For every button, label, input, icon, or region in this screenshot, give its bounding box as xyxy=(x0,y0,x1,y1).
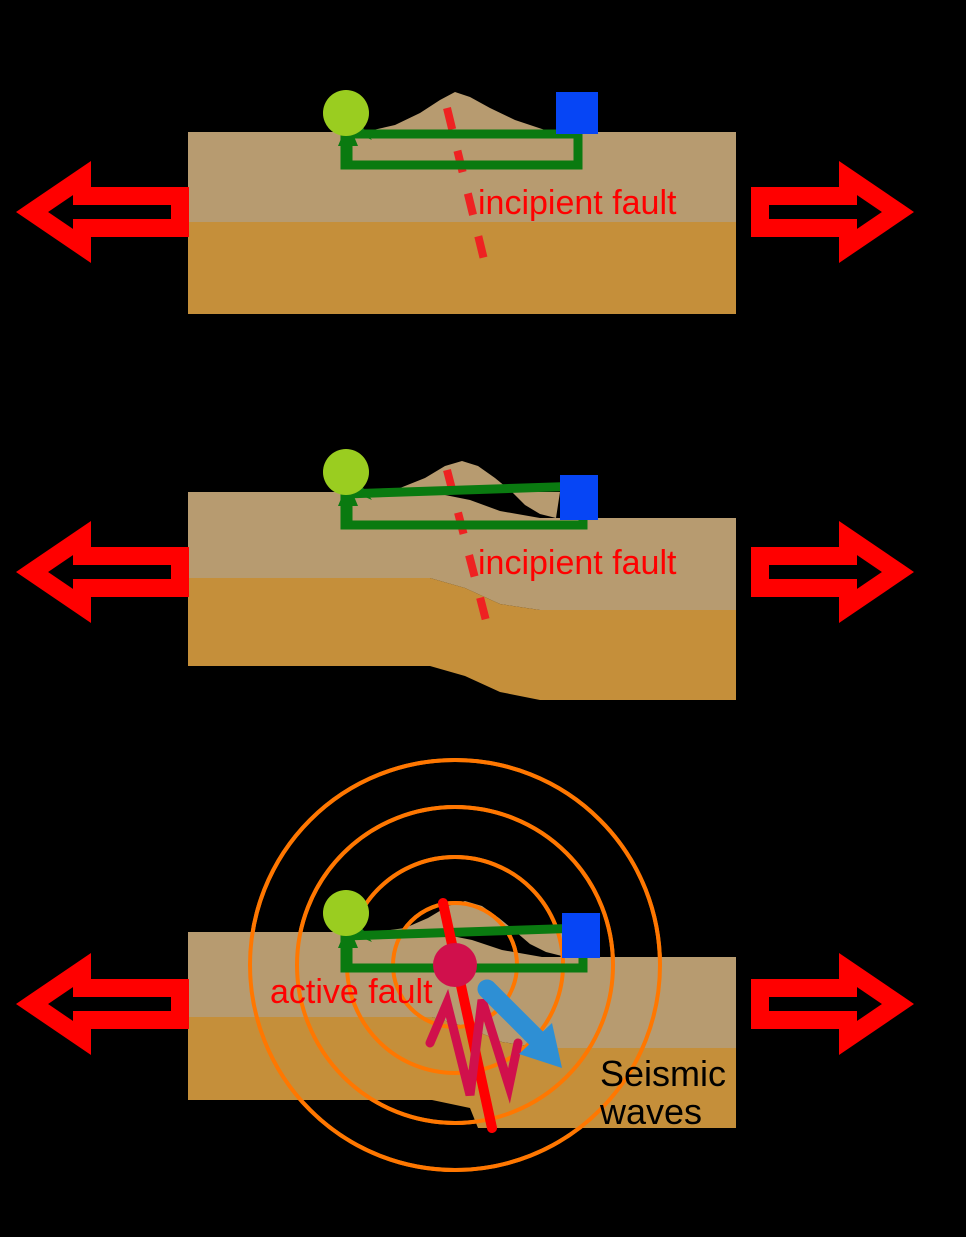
tension-arrow-right-1 xyxy=(751,160,915,264)
gps-station-green-marker-3 xyxy=(323,890,369,936)
gps-station-blue-marker-2 xyxy=(560,475,598,520)
panel-2: incipient fault xyxy=(15,449,915,700)
active-fault-label: active fault xyxy=(270,973,433,1011)
incipient-fault-label-2: incipient fault xyxy=(478,544,677,582)
tension-arrow-right-2 xyxy=(751,520,915,624)
gps-station-green-marker-1 xyxy=(323,90,369,136)
active-fault-rupture-line xyxy=(438,898,497,1133)
tension-arrow-left-1 xyxy=(15,160,189,264)
upper-crust-layer-2 xyxy=(188,492,736,610)
gps-station-blue-marker-3 xyxy=(562,913,600,958)
lower-crust-layer-2 xyxy=(188,578,736,700)
panel-3: active fault Seismic waves xyxy=(15,758,915,1172)
upper-crust-layer-1 xyxy=(188,132,736,222)
seismic-waves-label-line-2: waves xyxy=(599,1091,702,1132)
panel-1: incipient fault xyxy=(15,90,915,314)
rupture-zigzag xyxy=(425,988,523,1104)
tension-arrow-left-2 xyxy=(15,520,189,624)
tension-arrow-right-3 xyxy=(751,952,915,1056)
incipient-fault-line-1 xyxy=(443,107,491,273)
gps-station-blue-marker-1 xyxy=(556,92,598,134)
wave-direction-arrow xyxy=(477,979,562,1068)
hill-topography-1 xyxy=(360,92,560,133)
gps-station-green-marker-2 xyxy=(323,449,369,495)
earthquake-epicenter xyxy=(433,943,477,987)
seismic-waves-label-line-1: Seismic xyxy=(600,1053,726,1094)
lower-crust-layer-1 xyxy=(188,222,736,314)
tension-arrow-left-3 xyxy=(15,952,189,1056)
incipient-fault-label-1: incipient fault xyxy=(478,184,677,222)
incipient-fault-line-2 xyxy=(443,468,494,638)
